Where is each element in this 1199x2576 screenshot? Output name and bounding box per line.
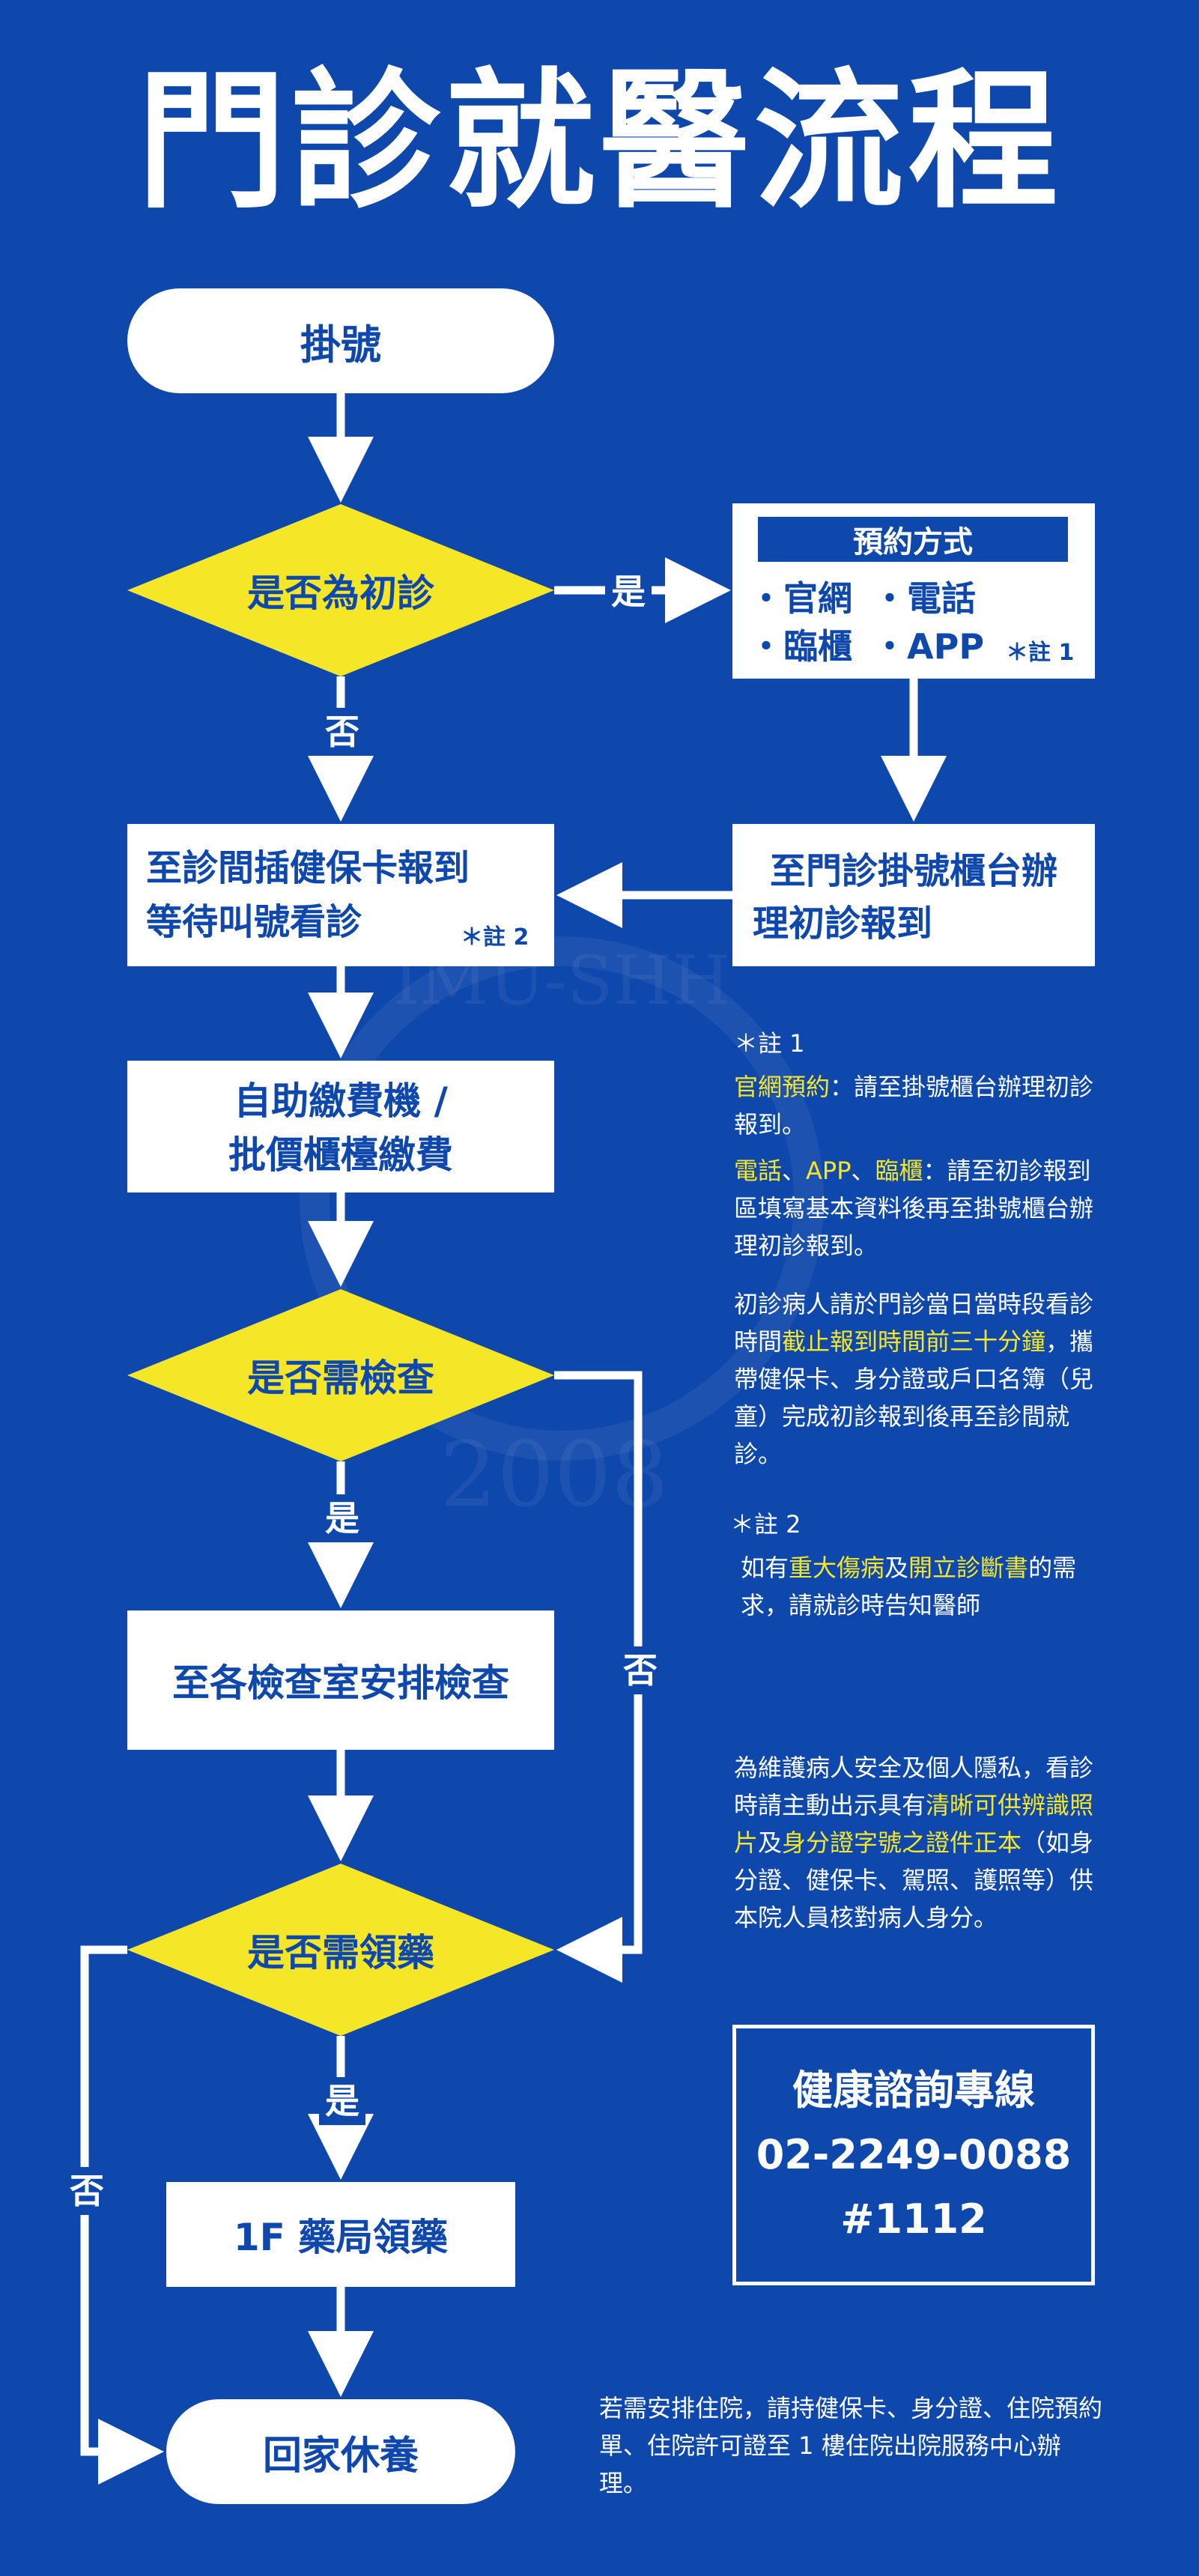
exam-question: 是否需檢查: [247, 1357, 434, 1400]
privacy-note: 為維護病人安全及個人隱私，看診時請主動出示具有清晰可供辨識照片及身分證字號之證件…: [734, 1749, 1108, 1936]
clinic-box: [127, 824, 554, 966]
register-terminal: [127, 288, 554, 393]
note-1-c: 初診病人請於門診當日當時段看診時間截止報到時間前三十分鐘，攜帶健保卡、身分證或戶…: [734, 1285, 1108, 1473]
note-1-c-highlight: 截止報到時間前三十分鐘: [782, 1327, 1046, 1356]
counter-line-2: 理初診報到: [753, 903, 933, 945]
note-2-highlight-2: 開立診斷書: [908, 1554, 1029, 1582]
register-label: 掛號: [300, 321, 381, 369]
note-1-b-text: ：請至初診報到區填寫基本資料後再至掛號櫃台辦理初診報到。: [734, 1157, 1094, 1260]
note-1: ＊註 1 官網預約：請至掛號櫃台辦理初診報到。 電話、APP、臨櫃：請至初診報到…: [734, 1025, 1108, 1473]
note-1-c-text-2: ，攜帶健保卡、身分證或戶口名簿（兒童）完成初診報到後再至診間就診。: [734, 1327, 1094, 1468]
clinic-line-2: 等待叫號看診: [146, 901, 362, 943]
hotline-title: 健康諮詢專線: [792, 2067, 1035, 2114]
privacy-text-3: （如身分證、健保卡、駕照、護照等）供本院人員核對病人身分。: [734, 1828, 1094, 1932]
privacy-highlight-1: 清晰可供辨識照片: [734, 1791, 1094, 1857]
booking-note-mark: ＊註 1: [1006, 640, 1075, 666]
pharmacy-label: 1F 藥局領藥: [233, 2216, 449, 2259]
page-title: 門診就醫流程: [136, 55, 1063, 229]
yes-label-medicine: 是: [319, 2077, 365, 2125]
payment-box: [127, 1061, 554, 1192]
watermark: IMU-SHH 2008: [300, 936, 824, 1527]
note-1-b-app: APP: [806, 1157, 852, 1185]
booking-item-web: ・官網: [749, 578, 852, 619]
note-1-c-text-1: 初診病人請於門診當日當時段看診時間: [734, 1290, 1094, 1356]
note-1-b-sep-1: 、: [782, 1157, 807, 1185]
admission-note: 若需安排住院，請持健保卡、身分證、住院預約單、住院許可證至 1 樓住院出院服務中…: [599, 2389, 1108, 2502]
admission-text: 若需安排住院，請持健保卡、身分證、住院預約單、住院許可證至 1 樓住院出院服務中…: [599, 2394, 1103, 2497]
first-visit-decision: [127, 504, 554, 676]
counter-box: [732, 824, 1095, 966]
watermark-year: 2008: [440, 1423, 668, 1527]
note-2: ＊註 2 如有重大傷病及開立診斷書的需求，請就診時告知醫師: [730, 1506, 1108, 1624]
hotline-number[interactable]: 02-2249-0088: [756, 2131, 1072, 2178]
payment-line-2: 批價櫃檯繳費: [228, 1133, 453, 1177]
privacy-text-1: 為維護病人安全及個人隱私，看診時請主動出示具有: [734, 1754, 1094, 1819]
note-2-highlight-1: 重大傷病: [789, 1554, 885, 1582]
note-2-text-1: 如有: [741, 1554, 789, 1582]
exam-label: 至各檢查室安排檢查: [172, 1661, 509, 1705]
note-1-a: 官網預約：請至掛號櫃台辦理初診報到。: [734, 1068, 1108, 1143]
payment-line-1: 自助繳費機 /: [234, 1079, 448, 1123]
no-label-exam: 否: [617, 1646, 664, 1694]
booking-title: 預約方式: [853, 525, 973, 560]
no-label-medicine: 否: [64, 2167, 110, 2215]
booking-item-app: ・APP: [872, 626, 985, 667]
privacy-text-2: 及: [758, 1828, 783, 1857]
yes-label-exam: 是: [319, 1494, 365, 1542]
no-label-first-visit: 否: [319, 708, 365, 756]
exam-box: [127, 1610, 554, 1750]
pharmacy-box: [166, 2182, 515, 2287]
home-terminal: [166, 2399, 515, 2504]
booking-item-counter: ・臨櫃: [749, 626, 852, 667]
clinic-line-1: 至診間插健保卡報到: [146, 847, 470, 889]
hotline-extension: #1112: [840, 2195, 987, 2243]
booking-item-phone: ・電話: [872, 578, 976, 619]
note-1-a-text: ：請至掛號櫃台辦理初診報到。: [734, 1073, 1094, 1139]
note-1-a-highlight: 官網預約: [734, 1073, 831, 1101]
hotline-box: 健康諮詢專線 02-2249-0088 #1112: [732, 2025, 1095, 2285]
clinic-note-mark: ＊註 2: [461, 924, 529, 951]
counter-line-1: 至門診掛號櫃台辦: [769, 850, 1057, 892]
exam-decision: [127, 1289, 554, 1461]
home-label: 回家休養: [262, 2433, 419, 2479]
note-2-text-2: 及: [884, 1554, 909, 1582]
first-visit-question: 是否為初診: [247, 572, 434, 615]
booking-title-bar: [758, 517, 1068, 562]
note-1-b-counter: 臨櫃: [875, 1157, 923, 1185]
privacy-highlight-2: 身分證字號之證件正本: [782, 1828, 1022, 1857]
note-1-b-phone: 電話: [734, 1157, 783, 1185]
note-2-title: ＊註 2: [730, 1510, 801, 1539]
privacy-body: 為維護病人安全及個人隱私，看診時請主動出示具有清晰可供辨識照片及身分證字號之證件…: [734, 1749, 1108, 1936]
note-1-title: ＊註 1: [734, 1029, 805, 1058]
medicine-question: 是否需領藥: [247, 1931, 434, 1975]
medicine-decision: [127, 1864, 554, 2036]
note-1-b-sep-2: 、: [851, 1157, 875, 1185]
note-2-text-3: 的需求，請就診時告知醫師: [741, 1554, 1077, 1619]
yes-label-first-visit: 是: [605, 568, 652, 616]
note-2-body: 如有重大傷病及開立診斷書的需求，請就診時告知醫師: [730, 1549, 1108, 1624]
note-1-b: 電話、APP、臨櫃：請至初診報到區填寫基本資料後再至掛號櫃台辦理初診報到。: [734, 1152, 1108, 1264]
